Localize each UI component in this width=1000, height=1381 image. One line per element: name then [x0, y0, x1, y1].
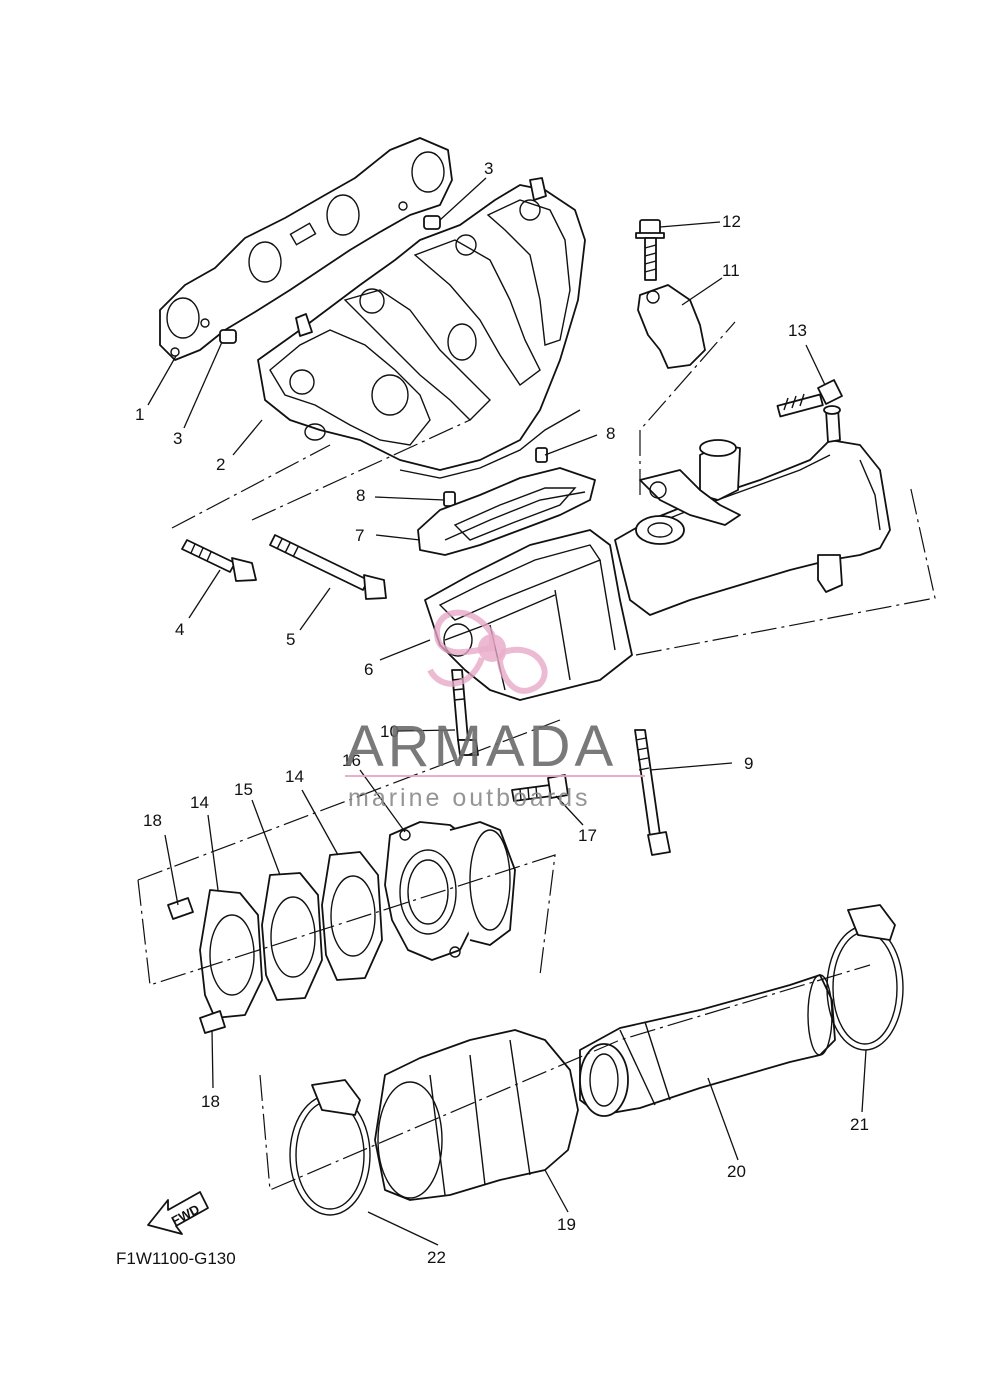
callout-8a: 8 — [606, 424, 615, 443]
gasket — [417, 467, 596, 556]
gasket-plate — [199, 851, 383, 1019]
exhaust-joint — [384, 821, 516, 961]
callout-labels: 1 2 3 3 4 5 6 7 8 8 9 10 11 12 13 14 14 … — [135, 159, 869, 1267]
watermark: ARMADA marine outboards — [345, 609, 645, 812]
callout-13: 13 — [788, 321, 807, 340]
exhaust-manifold — [257, 177, 586, 479]
callout-16: 16 — [342, 751, 361, 770]
bolt-4 — [181, 539, 257, 582]
manifold-gasket — [159, 137, 453, 361]
bolt-9 — [634, 729, 671, 856]
callout-15: 15 — [234, 780, 253, 799]
callout-17: 17 — [578, 826, 597, 845]
callout-10: 10 — [380, 722, 399, 741]
water-pipe — [614, 405, 891, 616]
bolt-5 — [269, 534, 387, 600]
callout-12: 12 — [722, 212, 741, 231]
callout-20: 20 — [727, 1162, 746, 1181]
bolt-13 — [776, 379, 843, 418]
exhaust-pipe — [579, 974, 836, 1117]
bolt-17 — [511, 774, 569, 802]
bracket — [637, 284, 706, 369]
hose-clamp-22 — [289, 1079, 371, 1216]
callout-21: 21 — [850, 1115, 869, 1134]
callout-1: 1 — [135, 405, 144, 424]
diagram-code: F1W1100-G130 — [116, 1249, 236, 1268]
alignment-lines — [137, 321, 936, 1191]
collar — [167, 897, 226, 1034]
pin — [443, 447, 548, 507]
callout-14b: 14 — [285, 767, 304, 786]
callout-18a: 18 — [143, 811, 162, 830]
callout-5: 5 — [286, 630, 295, 649]
callout-18b: 18 — [201, 1092, 220, 1111]
leader-lines — [147, 177, 867, 1246]
callout-2: 2 — [216, 455, 225, 474]
callout-7: 7 — [355, 526, 364, 545]
callout-4: 4 — [175, 620, 184, 639]
callout-6: 6 — [364, 660, 373, 679]
watermark-tagline: marine outboards — [348, 784, 591, 812]
rubber-joint — [374, 1029, 579, 1201]
fwd-label: FWD — [169, 1201, 202, 1228]
callout-9: 9 — [744, 754, 753, 773]
callout-14a: 14 — [190, 793, 209, 812]
callout-3a: 3 — [484, 159, 493, 178]
propeller-logo-icon — [427, 609, 548, 694]
callout-11: 11 — [722, 261, 740, 280]
bolt-12 — [635, 219, 665, 281]
bolt-10 — [451, 669, 479, 756]
callout-22: 22 — [427, 1248, 446, 1267]
callout-19: 19 — [557, 1215, 576, 1234]
fwd-arrow-icon: FWD — [147, 1191, 209, 1235]
watermark-brand: ARMADA — [345, 714, 617, 779]
callout-3b: 3 — [173, 429, 182, 448]
dowel-pin — [219, 215, 441, 344]
callout-8b: 8 — [356, 486, 365, 505]
hose-clamp-21 — [826, 904, 904, 1051]
